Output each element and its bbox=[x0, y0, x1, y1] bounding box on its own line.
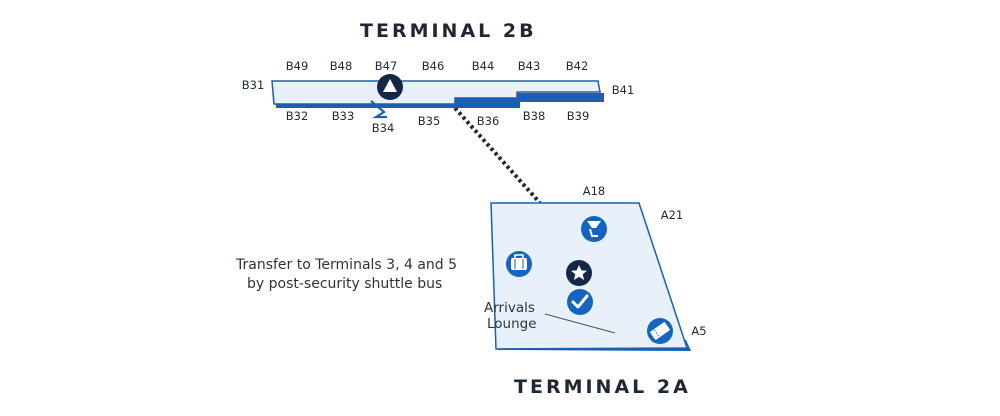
gate-label: B36 bbox=[476, 114, 500, 128]
gate-label: B48 bbox=[329, 59, 353, 73]
baggage-icon bbox=[506, 251, 532, 277]
lounge-star-icon bbox=[566, 260, 592, 286]
gate-label: B34 bbox=[371, 121, 395, 135]
gate-label: B31 bbox=[241, 78, 265, 92]
gate-label: B35 bbox=[417, 114, 441, 128]
ticket-icon bbox=[647, 318, 673, 344]
gate-label: B47 bbox=[374, 59, 398, 73]
terminal-2b-title: TERMINAL 2B bbox=[360, 20, 537, 42]
gate-label: B41 bbox=[611, 83, 635, 97]
transfer-note: Transfer to Terminals 3, 4 and 5 by post… bbox=[236, 257, 457, 292]
gate-label: B44 bbox=[471, 59, 495, 73]
gate-label: B33 bbox=[331, 109, 355, 123]
terminal-2b-concourse bbox=[271, 80, 601, 105]
gate-marker-triangle-icon bbox=[377, 74, 403, 100]
arrivals-lounge-label: Arrivals Lounge bbox=[484, 300, 537, 332]
gate-label: B49 bbox=[285, 59, 309, 73]
arrivals-lounge-label-line2: Lounge bbox=[487, 316, 537, 332]
gate-label: B43 bbox=[517, 59, 541, 73]
arrivals-lounge-label-line1: Arrivals bbox=[484, 300, 535, 316]
gate-label: B42 bbox=[565, 59, 589, 73]
gate-label: A21 bbox=[660, 208, 684, 222]
security-checkmark-icon bbox=[567, 289, 593, 315]
transfer-note-line2: by post-security shuttle bus bbox=[247, 276, 443, 292]
gate-label: B46 bbox=[421, 59, 445, 73]
restroom-icon bbox=[581, 216, 607, 242]
gate-b34-jetway bbox=[370, 100, 387, 119]
lounge-pointer-line bbox=[544, 313, 616, 334]
gate-label: A5 bbox=[691, 324, 707, 338]
gate-label: B32 bbox=[285, 109, 309, 123]
transfer-note-line1: Transfer to Terminals 3, 4 and 5 bbox=[236, 257, 458, 273]
gate-label: A18 bbox=[582, 184, 606, 198]
gate-label: B38 bbox=[522, 109, 546, 123]
gate-label: B39 bbox=[566, 109, 590, 123]
terminal-2a-title: TERMINAL 2A bbox=[514, 376, 691, 398]
